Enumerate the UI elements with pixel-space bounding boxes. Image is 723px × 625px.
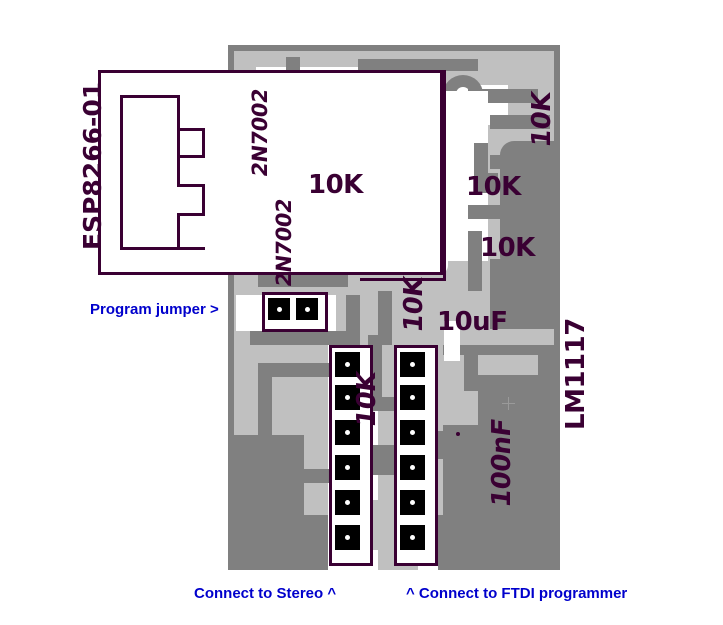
label-10k-4: 10K [480, 233, 535, 263]
jumper-pad [268, 298, 290, 320]
trace [346, 295, 360, 355]
stereo-header-pad [335, 525, 360, 550]
antenna-trace [177, 213, 180, 248]
antenna-trace [177, 213, 205, 216]
label-lm1117: LM1117 [561, 318, 591, 430]
antenna-trace [177, 128, 205, 131]
trace [258, 363, 272, 483]
antenna-trace [202, 128, 205, 158]
jumper-pad [296, 298, 318, 320]
esp8266-module-label: ESP8266-01 [78, 81, 107, 250]
stereo-header-pad [335, 420, 360, 445]
ftdi-header-pad [400, 525, 425, 550]
trace [434, 445, 504, 459]
drill-marker [456, 432, 460, 436]
ftdi-header-pad [400, 420, 425, 445]
pad-smd [478, 375, 548, 425]
label-2n7002-2: 2N7002 [272, 197, 296, 289]
copper-pour [490, 259, 556, 329]
copper-clearance [444, 321, 460, 361]
ftdi-header-pad [400, 490, 425, 515]
antenna-trace [177, 184, 205, 187]
stereo-header-pad [335, 490, 360, 515]
trace [464, 345, 478, 391]
label-10k-1: 10K [308, 170, 363, 200]
ftdi-header-pad [400, 455, 425, 480]
trace [468, 231, 482, 291]
label-10k-3: 10K [466, 172, 521, 202]
antenna-trace [120, 247, 205, 250]
label-10uf: 10uF [437, 307, 508, 337]
label-10k-2: 10K [527, 90, 557, 150]
label-100nf: 100nF [487, 416, 517, 510]
label-10k-6: 10K [352, 370, 382, 430]
pad-smd [478, 173, 498, 193]
annotation-stereo: Connect to Stereo ^ [194, 585, 337, 602]
label-10k-5: 10K [399, 275, 429, 335]
antenna-trace [177, 155, 180, 187]
trace [424, 431, 484, 445]
esp-footprint-outline [360, 70, 446, 281]
copper-pour [500, 141, 556, 271]
antenna-trace [202, 184, 205, 216]
antenna-trace [120, 95, 180, 98]
label-2n7002-1: 2N7002 [248, 87, 272, 179]
stereo-header-pad [335, 385, 360, 410]
stereo-header-pad [335, 352, 360, 377]
ftdi-header-pad [400, 352, 425, 377]
antenna-trace [177, 95, 180, 158]
stereo-header-pad [335, 455, 360, 480]
antenna-trace [177, 155, 205, 158]
trace [250, 331, 360, 345]
annotation-program-jumper: Program jumper > [90, 301, 219, 318]
ftdi-header-pad [400, 385, 425, 410]
antenna-trace [120, 95, 123, 250]
esp8266-module-outline [98, 70, 443, 275]
origin-crosshair [502, 397, 515, 410]
trace [490, 115, 550, 129]
trace [358, 59, 478, 71]
annotation-ftdi: ^ Connect to FTDI programmer [406, 585, 628, 602]
trace [258, 273, 348, 287]
trace [258, 469, 348, 483]
